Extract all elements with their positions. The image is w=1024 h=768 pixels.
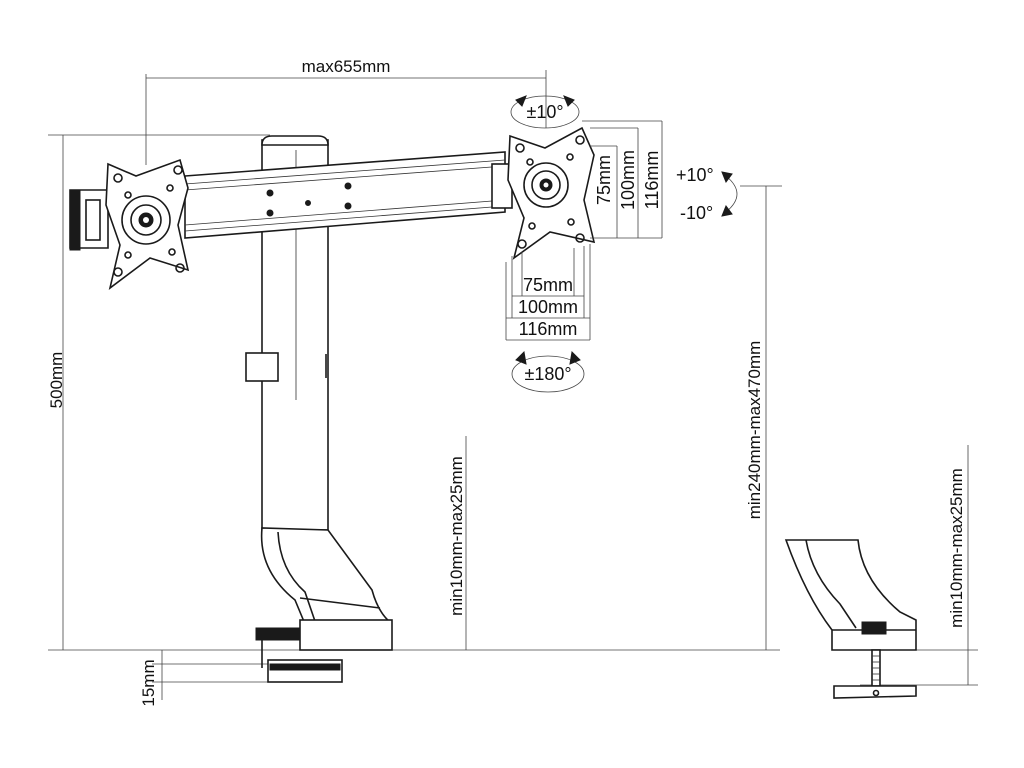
cross-bar xyxy=(69,151,506,251)
tilt-up-label: +10° xyxy=(676,165,714,185)
grommet-base-detail xyxy=(784,539,917,699)
swivel-indicator: ±10° xyxy=(510,95,580,129)
tilt-down-label: -10° xyxy=(680,203,713,223)
adjustable-height-label: min240mm-max470mm xyxy=(745,341,764,520)
base-offset-dimension: 15mm xyxy=(139,650,272,707)
right-vesa-plate xyxy=(491,126,596,260)
vesa-v100-label: 100mm xyxy=(618,150,638,210)
adjustable-height-dimension: min240mm-max470mm xyxy=(740,185,782,650)
total-height-label: 500mm xyxy=(47,352,66,409)
swivel-label: ±10° xyxy=(526,102,563,122)
arm-width-dimension: max655mm xyxy=(145,57,547,165)
left-vesa-plate xyxy=(105,158,190,290)
grommet-thickness-label: min10mm-max25mm xyxy=(947,468,966,628)
vesa-vertical-dimensions: 75mm 100mm 116mm xyxy=(582,120,663,239)
desk-clamp-base xyxy=(255,527,393,683)
tilt-indicator: +10° -10° xyxy=(676,165,738,223)
rotation-label: ±180° xyxy=(524,364,571,384)
total-height-dimension: 500mm xyxy=(47,134,780,651)
rotation-indicator: ±180° xyxy=(511,350,585,393)
base-offset-label: 15mm xyxy=(139,659,158,706)
desk-clamp-label: min10mm-max25mm xyxy=(447,456,466,616)
arm-width-label: max655mm xyxy=(302,57,391,76)
vesa-h75-label: 75mm xyxy=(523,275,573,295)
vesa-h116-label: 116mm xyxy=(519,319,578,339)
vesa-h100-label: 100mm xyxy=(518,297,578,317)
desk-clamp-dimension: min10mm-max25mm xyxy=(447,436,467,650)
vesa-horizontal-dimensions: 75mm 100mm 116mm xyxy=(505,244,591,341)
vesa-v116-label: 116mm xyxy=(642,151,662,210)
vesa-v75-label: 75mm xyxy=(594,155,614,205)
